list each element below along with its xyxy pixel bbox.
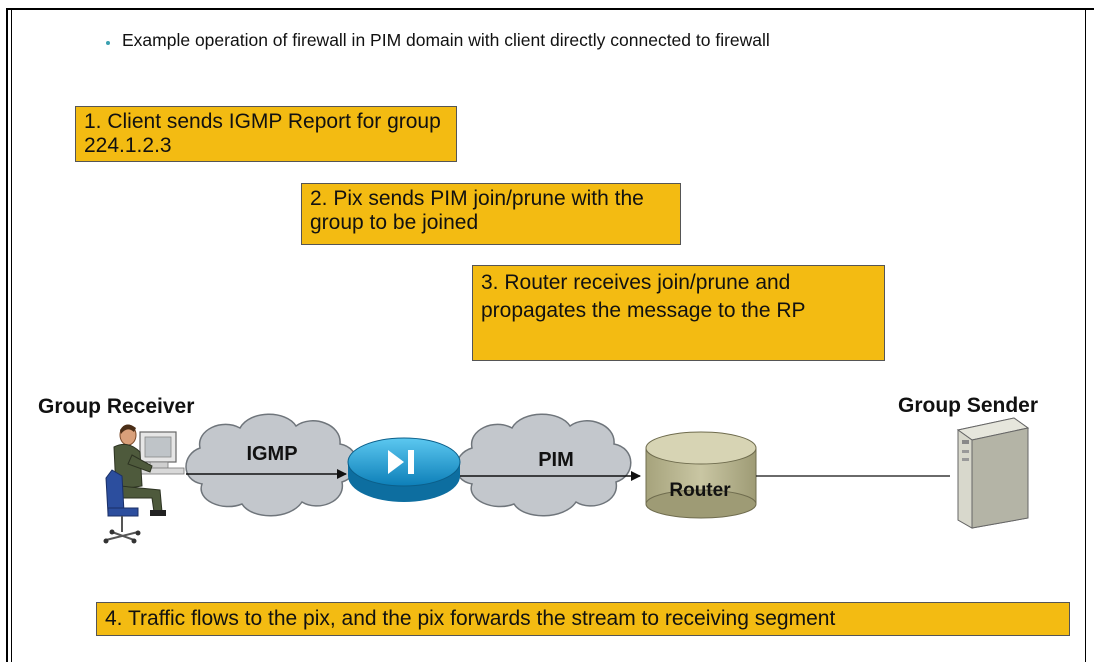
router-icon (645, 431, 757, 519)
frame-left-border (6, 8, 8, 662)
bullet-text: Example operation of firewall in PIM dom… (122, 30, 770, 50)
frame-right-border (1085, 8, 1086, 662)
frame-left-border-inner (11, 10, 12, 662)
igmp-label: IGMP (246, 443, 297, 465)
step-1-box: 1. Client sends IGMP Report for group 22… (75, 106, 457, 162)
router-label: Router (669, 480, 731, 501)
pix-firewall-icon (347, 437, 461, 502)
frame-top-border (8, 8, 1094, 10)
person-at-computer-icon (103, 424, 185, 544)
step-3-box: 3. Router receives join/prune and propag… (472, 265, 885, 361)
server-tower-icon (956, 417, 1030, 529)
pim-cloud-icon (455, 413, 632, 517)
pim-label: PIM (538, 449, 574, 471)
step-4-box: 4. Traffic flows to the pix, and the pix… (96, 602, 1070, 636)
step-2-box: 2. Pix sends PIM join/prune with the gro… (301, 183, 681, 245)
bullet-item: Example operation of firewall in PIM dom… (106, 30, 1006, 51)
group-receiver-label: Group Receiver (38, 395, 195, 418)
group-sender-label: Group Sender (898, 394, 1039, 417)
igmp-cloud-icon (185, 413, 358, 517)
bullet-dot-icon (106, 41, 110, 45)
